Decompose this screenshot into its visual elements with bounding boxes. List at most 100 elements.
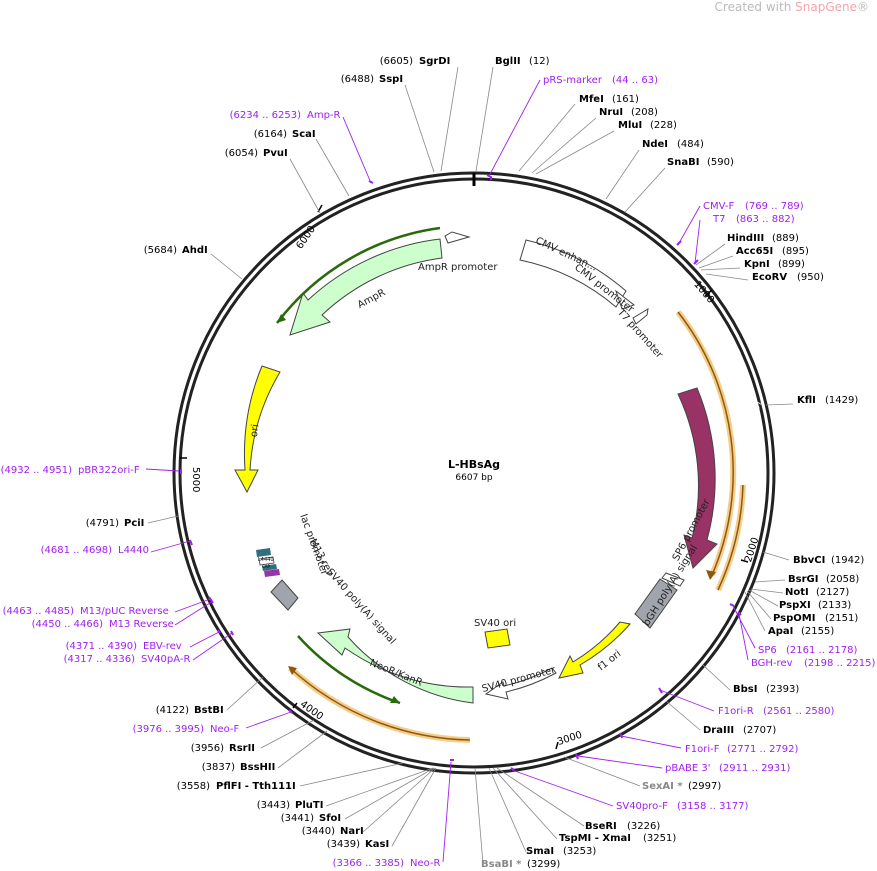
site-draiii[interactable]: DraIII — [703, 725, 734, 736]
site-tspmi-xmai-pos: (3251) — [643, 833, 676, 844]
site-pspxi-pos: (2133) — [818, 600, 851, 611]
site-bbvci[interactable]: BbvCI — [793, 555, 825, 566]
site-pvui[interactable]: PvuI — [263, 148, 288, 159]
site-bglii[interactable]: BglII — [495, 56, 521, 67]
site-sgrdi[interactable]: SgrDI — [419, 56, 450, 67]
primer-neo-f[interactable]: Neo-F — [210, 724, 240, 735]
primer-ebv-rev[interactable]: EBV-rev — [143, 641, 182, 652]
site-bsabi[interactable]: BsaBI * — [481, 859, 522, 870]
primer-sp6[interactable]: SP6 — [758, 645, 777, 656]
feature-f1-ori[interactable]: f1 ori — [558, 621, 631, 679]
primer-f1ori-r[interactable]: F1ori-R — [718, 706, 754, 717]
primer-prs-marker[interactable]: pRS-marker — [543, 75, 603, 86]
site-nrui[interactable]: NruI — [599, 107, 623, 118]
site-bsabi-pos: (3299) — [527, 859, 560, 870]
site-scai[interactable]: ScaI — [292, 129, 316, 140]
feature-small-stack[interactable]: L4440 CAP — [256, 548, 280, 577]
site-sspi[interactable]: SspI — [379, 74, 403, 85]
primer-sv40pro-f[interactable]: SV40pro-F — [616, 801, 668, 812]
site-rsrii-pos: (3956) — [191, 743, 224, 754]
site-acc65i[interactable]: Acc65I — [736, 246, 773, 257]
feature-ori-label: ori — [249, 423, 262, 437]
site-bstbi[interactable]: BstBI — [194, 705, 224, 716]
site-sexai[interactable]: SexAI * — [642, 781, 683, 792]
site-ecorv-pos: (950) — [797, 272, 824, 283]
site-smai-pos: (3253) — [563, 846, 596, 857]
snapgene-watermark: Created with SnapGene® — [715, 0, 869, 14]
site-pcii-pos: (4791) — [86, 518, 119, 529]
feature-cmv-promoter-label: CMV promoter — [572, 262, 636, 316]
site-kasi[interactable]: KasI — [365, 839, 389, 850]
site-pspxi[interactable]: PspXI — [779, 600, 811, 611]
primer-t7[interactable]: T7 — [712, 214, 725, 225]
primer-marks — [180, 174, 742, 771]
site-rsrii[interactable]: RsrII — [229, 743, 255, 754]
site-pspomi[interactable]: PspOMI — [773, 613, 815, 624]
site-sspi-pos: (6488) — [341, 74, 374, 85]
site-mfei[interactable]: MfeI — [579, 94, 604, 105]
site-kpni[interactable]: KpnI — [744, 259, 770, 270]
site-nrui-pos: (208) — [631, 107, 658, 118]
feature-sv40-ori-label: SV40 ori — [474, 618, 516, 629]
feature-ori[interactable]: ori — [234, 365, 281, 494]
site-bseri[interactable]: BseRI — [585, 821, 617, 832]
plasmid-name: L-HBsAg — [448, 458, 500, 471]
primer-sv40pa-r[interactable]: SV40pA-R — [141, 654, 190, 665]
site-bbsi[interactable]: BbsI — [733, 684, 757, 695]
site-nari[interactable]: NarI — [340, 826, 364, 837]
feature-bgh-polya[interactable]: bGH poly(A) signal — [634, 543, 700, 629]
site-pflfi[interactable]: PflFI - Tth111I — [216, 781, 296, 792]
translation-arc-right-line — [677, 311, 734, 576]
primer-sv40pa-r-range: (4317 .. 4336) — [64, 654, 136, 665]
feature-t7-promoter[interactable]: T7 promoter — [614, 306, 665, 361]
primer-cmv-f[interactable]: CMV-F — [703, 201, 734, 212]
site-sfoi[interactable]: SfoI — [319, 813, 341, 824]
site-pcii[interactable]: PciI — [124, 518, 144, 529]
site-pluti[interactable]: PluTI — [295, 800, 323, 811]
site-apai[interactable]: ApaI — [768, 626, 793, 637]
site-tspmi-xmai[interactable]: TspMI - XmaI — [559, 833, 631, 844]
primer-m13-puc-reverse-range: (4463 .. 4485) — [3, 606, 75, 617]
site-kfli[interactable]: KflI — [797, 395, 816, 406]
primer-pbr322ori-f[interactable]: pBR322ori-F — [78, 465, 140, 476]
site-ndei[interactable]: NdeI — [642, 139, 668, 150]
site-apai-pos: (2155) — [801, 626, 834, 637]
site-sgrdi-pos: (6605) — [380, 56, 413, 67]
feature-sv40-promoter[interactable]: SV40 promoter — [481, 665, 558, 700]
primer-sv40pro-f-range: (3158 .. 3177) — [677, 801, 749, 812]
site-mlui[interactable]: MluI — [618, 120, 642, 131]
feature-cap-label: CAP — [262, 564, 271, 569]
site-bsshii[interactable]: BssHII — [240, 762, 275, 773]
primer-l4440[interactable]: L4440 — [118, 545, 149, 556]
translation-arc-right-2-line — [717, 484, 744, 591]
primer-m13-puc-reverse[interactable]: M13/pUC Reverse — [80, 606, 169, 617]
site-draiii-pos: (2707) — [743, 725, 776, 736]
primer-cmv-f-range: (769 .. 789) — [745, 201, 804, 212]
primer-l4440-range: (4681 .. 4698) — [41, 545, 113, 556]
primer-bgh-rev[interactable]: BGH-rev — [751, 658, 793, 669]
site-smai[interactable]: SmaI — [526, 846, 554, 857]
site-sfoi-pos: (3441) — [281, 813, 314, 824]
site-noti[interactable]: NotI — [785, 587, 809, 598]
primer-sp6-range: (2161 .. 2178) — [786, 645, 858, 656]
primer-m13-reverse[interactable]: M13 Reverse — [109, 619, 174, 630]
feature-ampr-promoter[interactable]: AmpR promoter — [418, 231, 498, 273]
site-bseri-pos: (3226) — [627, 821, 660, 832]
site-snabi[interactable]: SnaBI — [667, 157, 699, 168]
primer-f1ori-f[interactable]: F1ori-F — [685, 744, 720, 755]
tick-3000-label: 3000 — [556, 730, 584, 748]
feature-sv40-ori[interactable]: SV40 ori — [474, 618, 516, 649]
site-ecorv[interactable]: EcoRV — [752, 272, 787, 283]
primer-amp-r-range: (6234 .. 6253) — [230, 110, 302, 121]
site-snabi-pos: (590) — [707, 157, 734, 168]
primer-neo-r[interactable]: Neo-R — [410, 858, 441, 869]
feature-cmv-promoter[interactable]: CMV promoter — [572, 262, 636, 316]
translation-arc-right-arrow — [706, 570, 716, 580]
primer-pbabe-3[interactable]: pBABE 3' — [665, 763, 711, 774]
site-bsrgi[interactable]: BsrGI — [788, 574, 818, 585]
site-hindiii[interactable]: HindIII — [727, 233, 764, 244]
site-labels: (6605) SgrDI BglII (12) (6488) SspI MfeI… — [86, 56, 865, 870]
primer-amp-r[interactable]: Amp-R — [307, 110, 341, 121]
site-ahdi[interactable]: AhdI — [182, 245, 208, 256]
site-noti-pos: (2127) — [816, 587, 849, 598]
